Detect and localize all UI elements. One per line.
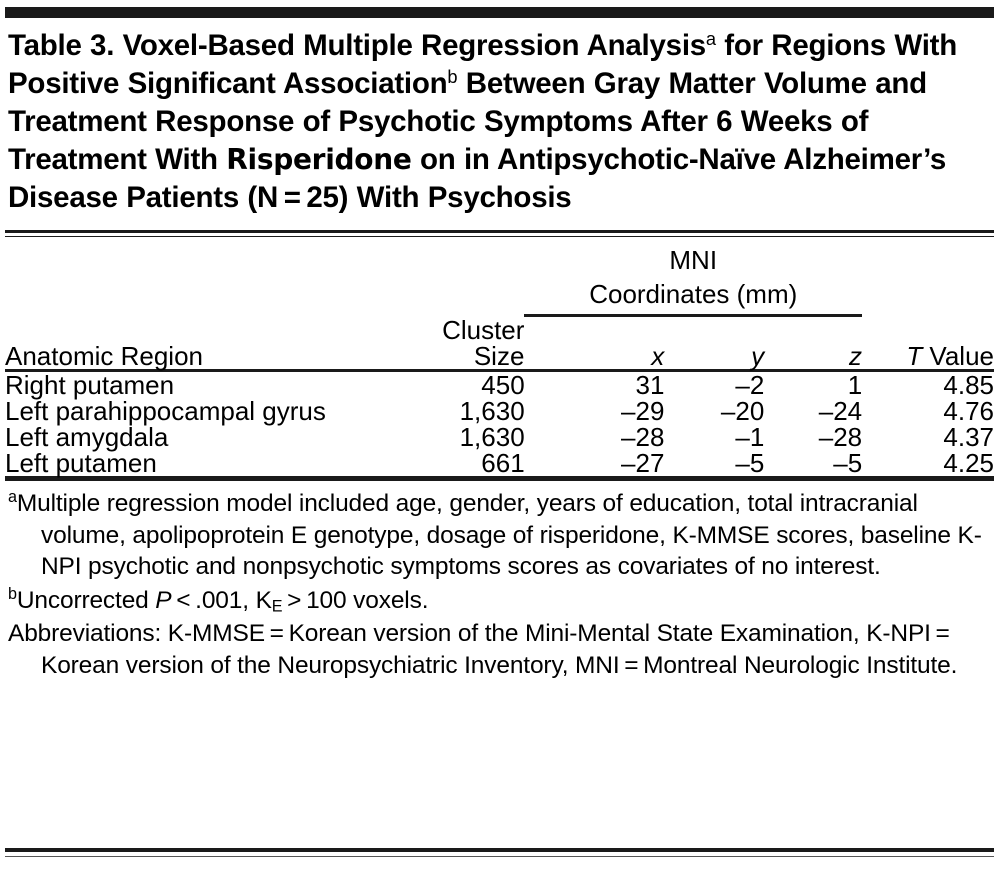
cell-x: –29 (621, 396, 665, 426)
cell-y: –20 (720, 396, 765, 426)
cell-x: –27 (621, 448, 665, 478)
table-row: Left amygdala 1,630 –28 –1 –28 4.37 (5, 424, 994, 450)
cell-z: –24 (818, 396, 863, 426)
footnote-marker-a: a (8, 488, 17, 507)
cell-region: Left amygdala (5, 422, 169, 452)
footnote-marker-b: b (8, 584, 17, 603)
cell-t-value: 4.25 (943, 448, 994, 478)
cell-region: Left parahippocampal gyrus (5, 396, 326, 426)
cell-y: –2 (735, 370, 765, 400)
cell-cluster: 1,630 (459, 396, 525, 426)
cell-z: –5 (833, 448, 863, 478)
title-footnote-marker-b: b (447, 65, 458, 87)
footnote-a: aMultiple regression model included age,… (8, 488, 990, 583)
footnote-abbreviations: Abbreviations: K-MMSE = Korean version o… (8, 620, 958, 679)
cell-x: 31 (635, 370, 665, 400)
t-value-italic-t: T (906, 341, 923, 371)
cell-z: 1 (847, 370, 863, 400)
table-row: Right putamen 450 31 –2 1 4.85 (5, 372, 994, 398)
footnote-a-text: Multiple regression model included age, … (16, 490, 982, 580)
cell-y: –1 (735, 422, 765, 452)
column-header-y: y (751, 341, 765, 371)
cell-cluster: 1,630 (459, 422, 525, 452)
group-header-empty-region (5, 243, 405, 317)
mni-coordinates-group-header: MNI Coordinates (mm) (524, 243, 863, 317)
title-drug-name: Risperidone (226, 143, 412, 176)
group-header-empty-cluster (405, 243, 525, 317)
mni-group-header-box: MNI Coordinates (mm) (524, 243, 863, 317)
footnote-b-subscript-e: E (271, 597, 283, 616)
footnote-b-p-italic: P (155, 586, 172, 614)
cell-cluster: 450 (481, 370, 525, 400)
column-header-region: Anatomic Region (5, 341, 203, 371)
column-header-cluster-size: Cluster Size (442, 315, 525, 371)
table-header-bottom-rule (5, 369, 994, 372)
column-header-row: Anatomic Region Cluster Size x y z T Val… (5, 317, 994, 369)
table-title-mid1: for Regions With Positive Significant As… (8, 29, 958, 100)
footnote-b: bUncorrected P < .001, KE > 100 voxels. (8, 585, 990, 617)
cell-y: –5 (735, 448, 765, 478)
footnote-b-before: Uncorrected (16, 586, 156, 614)
table-figure: Table 3. Voxel-Based Multiple Regression… (0, 7, 999, 869)
footnotes: aMultiple regression model included age,… (5, 481, 994, 681)
title-footnote-marker-a: a (705, 27, 716, 49)
group-header-empty-t (862, 243, 994, 317)
cell-t-value: 4.85 (943, 370, 994, 400)
table-title-mid3: on in Antipsychotic-Naïve Alzheimer’s Di… (8, 143, 947, 214)
footnote-b-tail: > 100 voxels. (282, 586, 429, 614)
table-row: Left putamen 661 –27 –5 –5 4.25 (5, 450, 994, 476)
group-header-row: MNI Coordinates (mm) (5, 243, 994, 317)
results-table: MNI Coordinates (mm) Anatomic Region Clu… (5, 237, 994, 369)
table-bottom-rule (5, 848, 994, 857)
results-table-body: Right putamen 450 31 –2 1 4.85 Left para… (5, 372, 994, 476)
cell-x: –28 (621, 422, 665, 452)
table-title-prefix: Table 3. Voxel-Based Multiple Regression… (8, 29, 706, 62)
column-header-z: z (849, 341, 863, 371)
footnote-b-after: < .001, K (171, 586, 272, 614)
table-row: Left parahippocampal gyrus 1,630 –29 –20… (5, 398, 994, 424)
table-title-mid2: Between Gray Matter Volume and Treatment… (8, 67, 927, 176)
cell-cluster: 661 (481, 448, 525, 478)
cell-region: Left putamen (5, 448, 157, 478)
cell-t-value: 4.76 (943, 396, 994, 426)
table-body-bottom-rule (5, 476, 994, 481)
t-value-rest: Value (922, 341, 994, 371)
cell-t-value: 4.37 (943, 422, 994, 452)
table-header-top-rule (5, 230, 994, 237)
cell-region: Right putamen (5, 370, 175, 400)
mni-group-header-line2: Coordinates (mm) (589, 279, 798, 309)
table-top-rule (5, 7, 994, 18)
cell-z: –28 (818, 422, 863, 452)
mni-group-header-line1: MNI (669, 245, 718, 275)
column-header-x: x (651, 341, 665, 371)
column-header-t-value: T Value (862, 317, 994, 369)
table-title: Table 3. Voxel-Based Multiple Regression… (5, 18, 994, 230)
